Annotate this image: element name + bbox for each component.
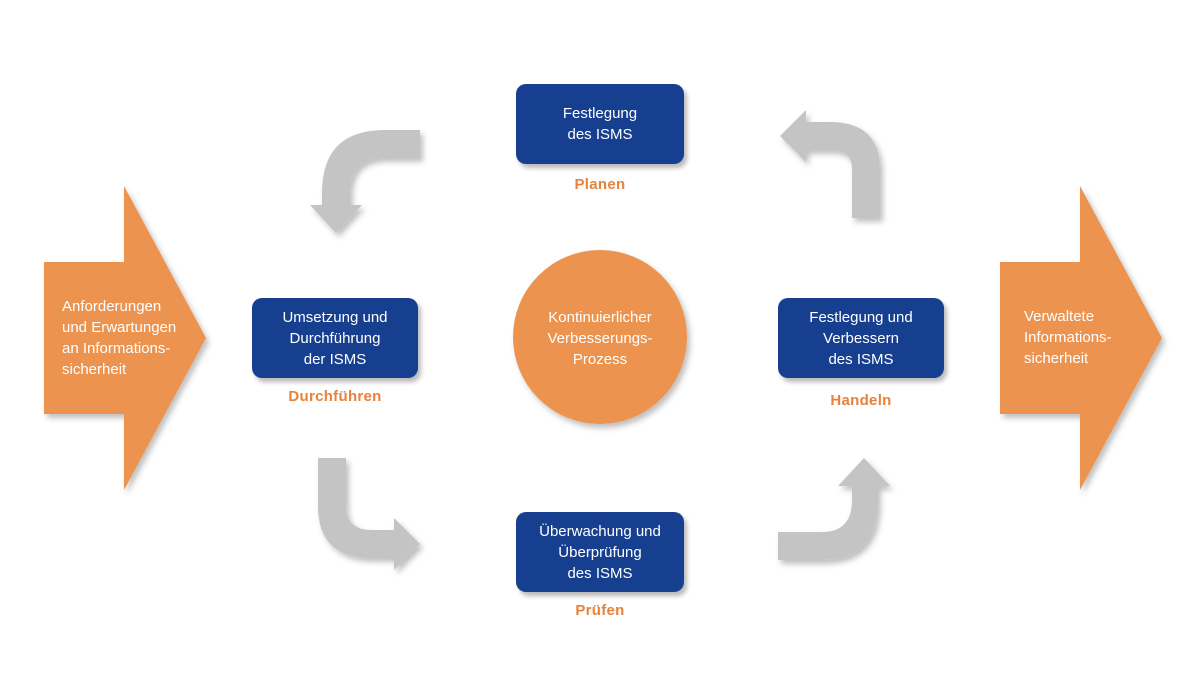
cycle-arrow-act-to-plan [780,110,880,218]
check-box: Überwachung und Überprüfung des ISMS [516,512,684,592]
act-box: Festlegung und Verbessern des ISMS [778,298,944,378]
output-arrow-label: Verwaltete Informations- sicherheit [1024,308,1112,367]
cycle-arrow-check-to-act [778,458,890,560]
input-arrow-label: Anforderungen und Erwartungen an Informa… [62,298,177,378]
center-circle [513,250,687,424]
input-arrow [44,186,206,490]
cycle-arrow-plan-to-do [310,130,420,233]
output-arrow [1000,186,1162,490]
stage-label-do: Durchführen [288,388,382,405]
cycle-arrow-do-to-check [318,458,420,570]
stage-label-check: Prüfen [575,602,625,619]
stage-label-plan: Planen [574,176,626,193]
do-box: Umsetzung und Durchführung der ISMS [252,298,418,378]
plan-box: Festlegung des ISMS [516,84,684,164]
center-circle-label: Kontinuierlicher Verbesserungs- Prozess [547,308,653,368]
stage-label-act: Handeln [830,392,892,409]
